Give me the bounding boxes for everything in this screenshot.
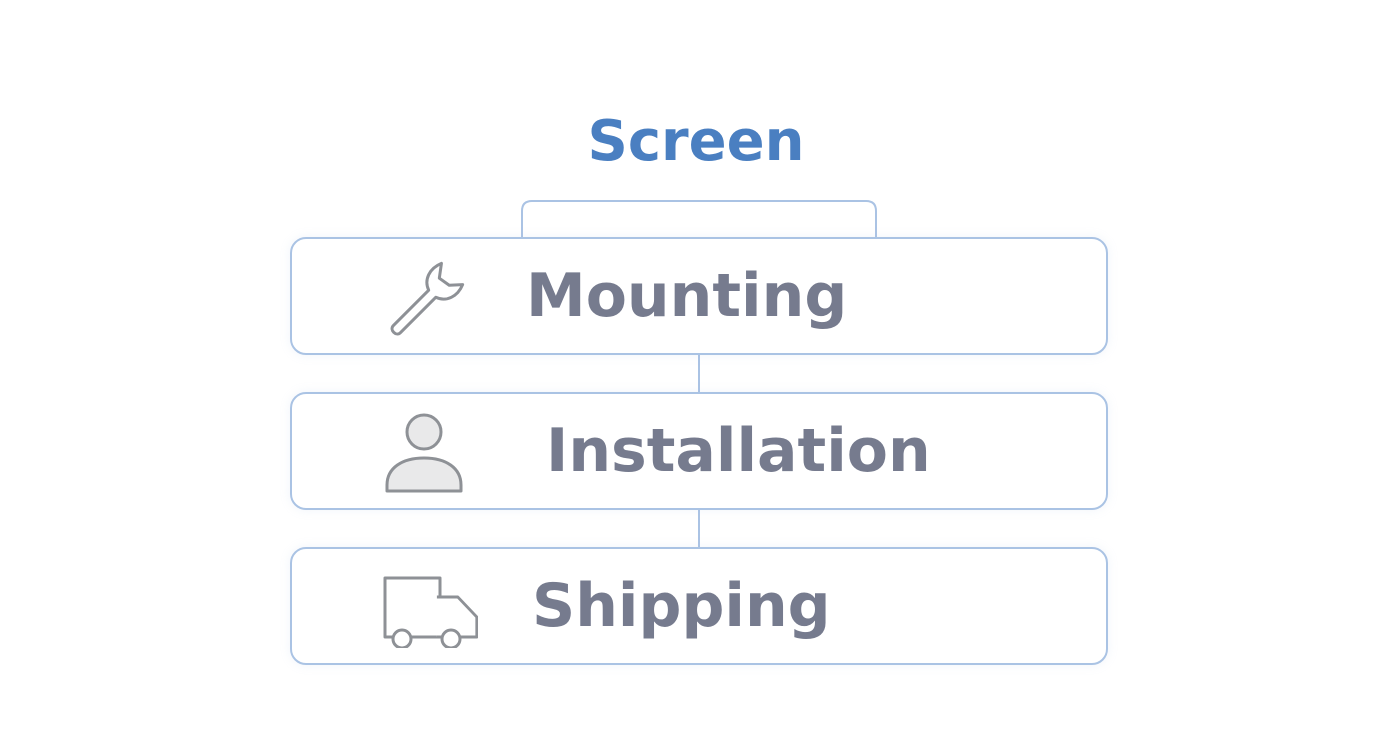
title-bracket-connector bbox=[521, 200, 877, 237]
mounting-label: Mounting bbox=[526, 261, 848, 331]
diagram-title: Screen bbox=[587, 109, 805, 174]
person-icon bbox=[382, 413, 482, 493]
installation-box: Installation bbox=[290, 392, 1108, 510]
truck-icon bbox=[378, 568, 478, 648]
mounting-box: Mounting bbox=[290, 237, 1108, 355]
shipping-box: Shipping bbox=[290, 547, 1108, 665]
installation-label: Installation bbox=[546, 416, 931, 486]
wrench-icon bbox=[380, 258, 480, 338]
shipping-label: Shipping bbox=[532, 571, 831, 641]
